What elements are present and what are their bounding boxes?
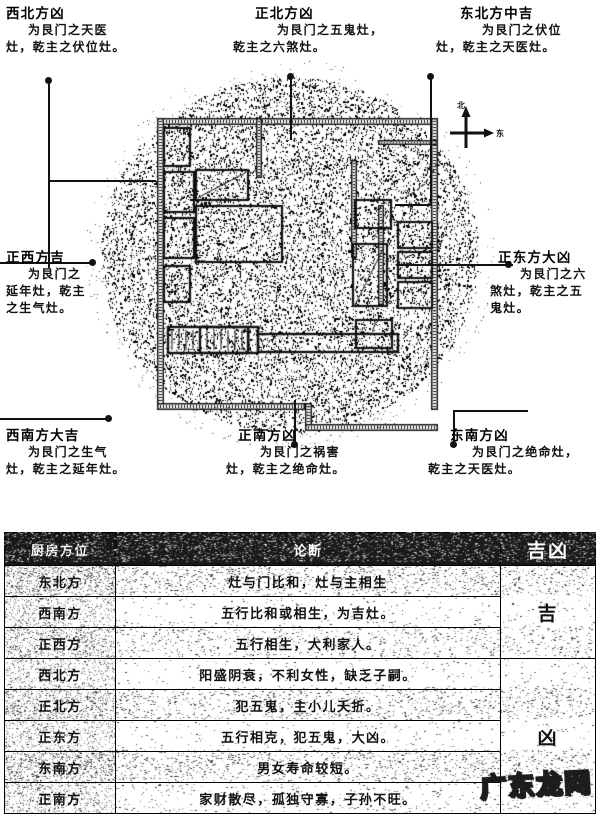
annotation-east: 正东方大凶 为艮门之六 煞灶，乾主之五 鬼灶。 — [490, 250, 600, 317]
annotation-south-line1: 为艮门之祸害 — [260, 445, 340, 459]
floorplan-diagram: 北 东 西北方凶 为艮门之天医 灶，乾主之伏位灶。 — [0, 0, 600, 520]
annotation-southeast-line1: 为艮门之绝命灶， — [472, 445, 579, 459]
cell-verdict-auspicious: 吉 — [500, 565, 596, 659]
leader-line-southeast-h — [453, 410, 528, 412]
leader-dot-southeast — [450, 441, 457, 448]
annotation-north-line2: 乾主之六煞灶。 — [233, 40, 327, 54]
cell-note: 犯五鬼，主小儿夭折。 — [115, 689, 501, 721]
annotation-southeast: 东南方凶 为艮门之绝命灶， 乾主之天医灶。 — [428, 428, 600, 478]
leader-line-southeast-v — [453, 410, 455, 444]
cell-note: 家财散尽，孤独守寡，子孙不旺。 — [115, 782, 501, 814]
annotation-northeast: 东北方中吉 为艮门之伏位 灶，乾主之天医灶。 — [436, 6, 600, 56]
leader-line-north — [290, 76, 292, 140]
annotation-south-title: 正南方凶 — [238, 428, 297, 444]
header-note: 论断 — [115, 532, 501, 566]
header-direction: 厨房方位 — [4, 532, 116, 566]
annotation-west: 正西方吉 为艮门之 延年灶，乾主 之生气灶。 — [6, 250, 136, 317]
leader-line-west — [0, 262, 92, 264]
leader-line-south — [294, 400, 296, 444]
annotation-northeast-title: 东北方中吉 — [460, 6, 534, 22]
annotation-east-line2: 煞灶，乾主之五 — [490, 284, 584, 298]
cell-note: 男女寿命较短。 — [115, 751, 501, 783]
annotation-east-title: 正东方大凶 — [498, 250, 572, 266]
annotation-northwest-line2: 灶，乾主之伏位灶。 — [6, 40, 126, 54]
leader-line-northwest-h — [48, 180, 156, 182]
cell-note: 灶与门比和，灶与主相生 — [115, 565, 501, 597]
compass-rose — [450, 106, 494, 148]
site-watermark: 广东龙网 — [478, 767, 594, 805]
cell-direction: 西南方 — [4, 596, 116, 628]
annotation-southwest: 西南方大吉 为艮门之生气 灶，乾主之延年灶。 — [6, 428, 186, 478]
cell-direction: 正北方 — [4, 689, 116, 721]
cell-direction: 西北方 — [4, 658, 116, 690]
leader-line-northeast-h — [395, 204, 432, 206]
cell-direction: 正西方 — [4, 627, 116, 659]
verdict-table-head: 厨房方位 论断 吉凶 — [4, 532, 596, 566]
annotation-north: 正北方凶 为艮门之五鬼灶， 乾主之六煞灶。 — [233, 6, 455, 56]
leader-line-northeast-v — [430, 76, 432, 206]
header-verdict: 吉凶 — [500, 532, 596, 566]
annotation-northwest-title: 西北方凶 — [6, 6, 65, 22]
annotation-southwest-title: 西南方大吉 — [6, 428, 80, 444]
annotation-east-line3: 鬼灶。 — [490, 301, 530, 315]
compass-north-label: 北 — [457, 101, 465, 110]
cell-direction: 正东方 — [4, 720, 116, 752]
cell-note: 五行比和或相生，为吉灶。 — [115, 596, 501, 628]
cell-note: 五行相克，犯五鬼，大凶。 — [115, 720, 501, 752]
annotation-west-line1: 为艮门之 — [28, 267, 82, 281]
annotation-southeast-line2: 乾主之天医灶。 — [428, 462, 522, 476]
annotation-west-line2: 延年灶，乾主 — [6, 284, 86, 298]
annotation-southwest-line1: 为艮门之生气 — [28, 445, 108, 459]
leader-dot-west — [89, 259, 96, 266]
cell-note: 阳盛阴衰，不利女性，缺乏子嗣。 — [115, 658, 501, 690]
leader-dot-southwest — [105, 415, 112, 422]
leader-line-northwest-v — [48, 80, 50, 268]
annotation-south-line2: 灶，乾主之绝命灶。 — [226, 462, 346, 476]
leader-line-southwest — [0, 418, 108, 420]
cell-direction: 正南方 — [4, 782, 116, 814]
annotation-north-title: 正北方凶 — [255, 6, 314, 22]
cell-direction: 东北方 — [4, 565, 116, 597]
annotation-east-line1: 为艮门之六 — [520, 267, 587, 281]
table-row: 东北方 灶与门比和，灶与主相生 吉 — [4, 565, 596, 659]
cell-note: 五行相生，大利家人。 — [115, 627, 501, 659]
leader-dot-northeast — [427, 73, 434, 80]
annotation-west-title: 正西方吉 — [6, 250, 65, 266]
annotation-west-line3: 之生气灶。 — [6, 301, 73, 315]
annotation-northwest-line1: 为艮门之天医 — [28, 23, 108, 37]
leader-dot-north — [287, 73, 294, 80]
table-row: 西北方 阳盛阴衰，不利女性，缺乏子嗣。 凶 — [4, 658, 596, 814]
leader-dot-northwest — [45, 77, 52, 84]
annotation-northeast-line2: 灶，乾主之天医灶。 — [436, 40, 556, 54]
annotation-northwest: 西北方凶 为艮门之天医 灶，乾主之伏位灶。 — [6, 6, 186, 56]
annotation-southwest-line2: 灶，乾主之延年灶。 — [6, 462, 126, 476]
compass-east-label: 东 — [496, 129, 504, 138]
table-header-row: 厨房方位 论断 吉凶 — [4, 532, 596, 566]
annotation-northeast-line1: 为艮门之伏位 — [482, 23, 562, 37]
annotation-south: 正南方凶 为艮门之祸害 灶，乾主之绝命灶。 — [226, 428, 428, 478]
annotation-southeast-title: 东南方凶 — [450, 428, 509, 444]
cell-direction: 东南方 — [4, 751, 116, 783]
leader-dot-east — [505, 261, 512, 268]
blueprint-scan — [0, 0, 600, 520]
annotation-north-line1: 为艮门之五鬼灶， — [277, 23, 384, 37]
leader-dot-south — [291, 441, 298, 448]
leader-line-east — [398, 264, 513, 266]
